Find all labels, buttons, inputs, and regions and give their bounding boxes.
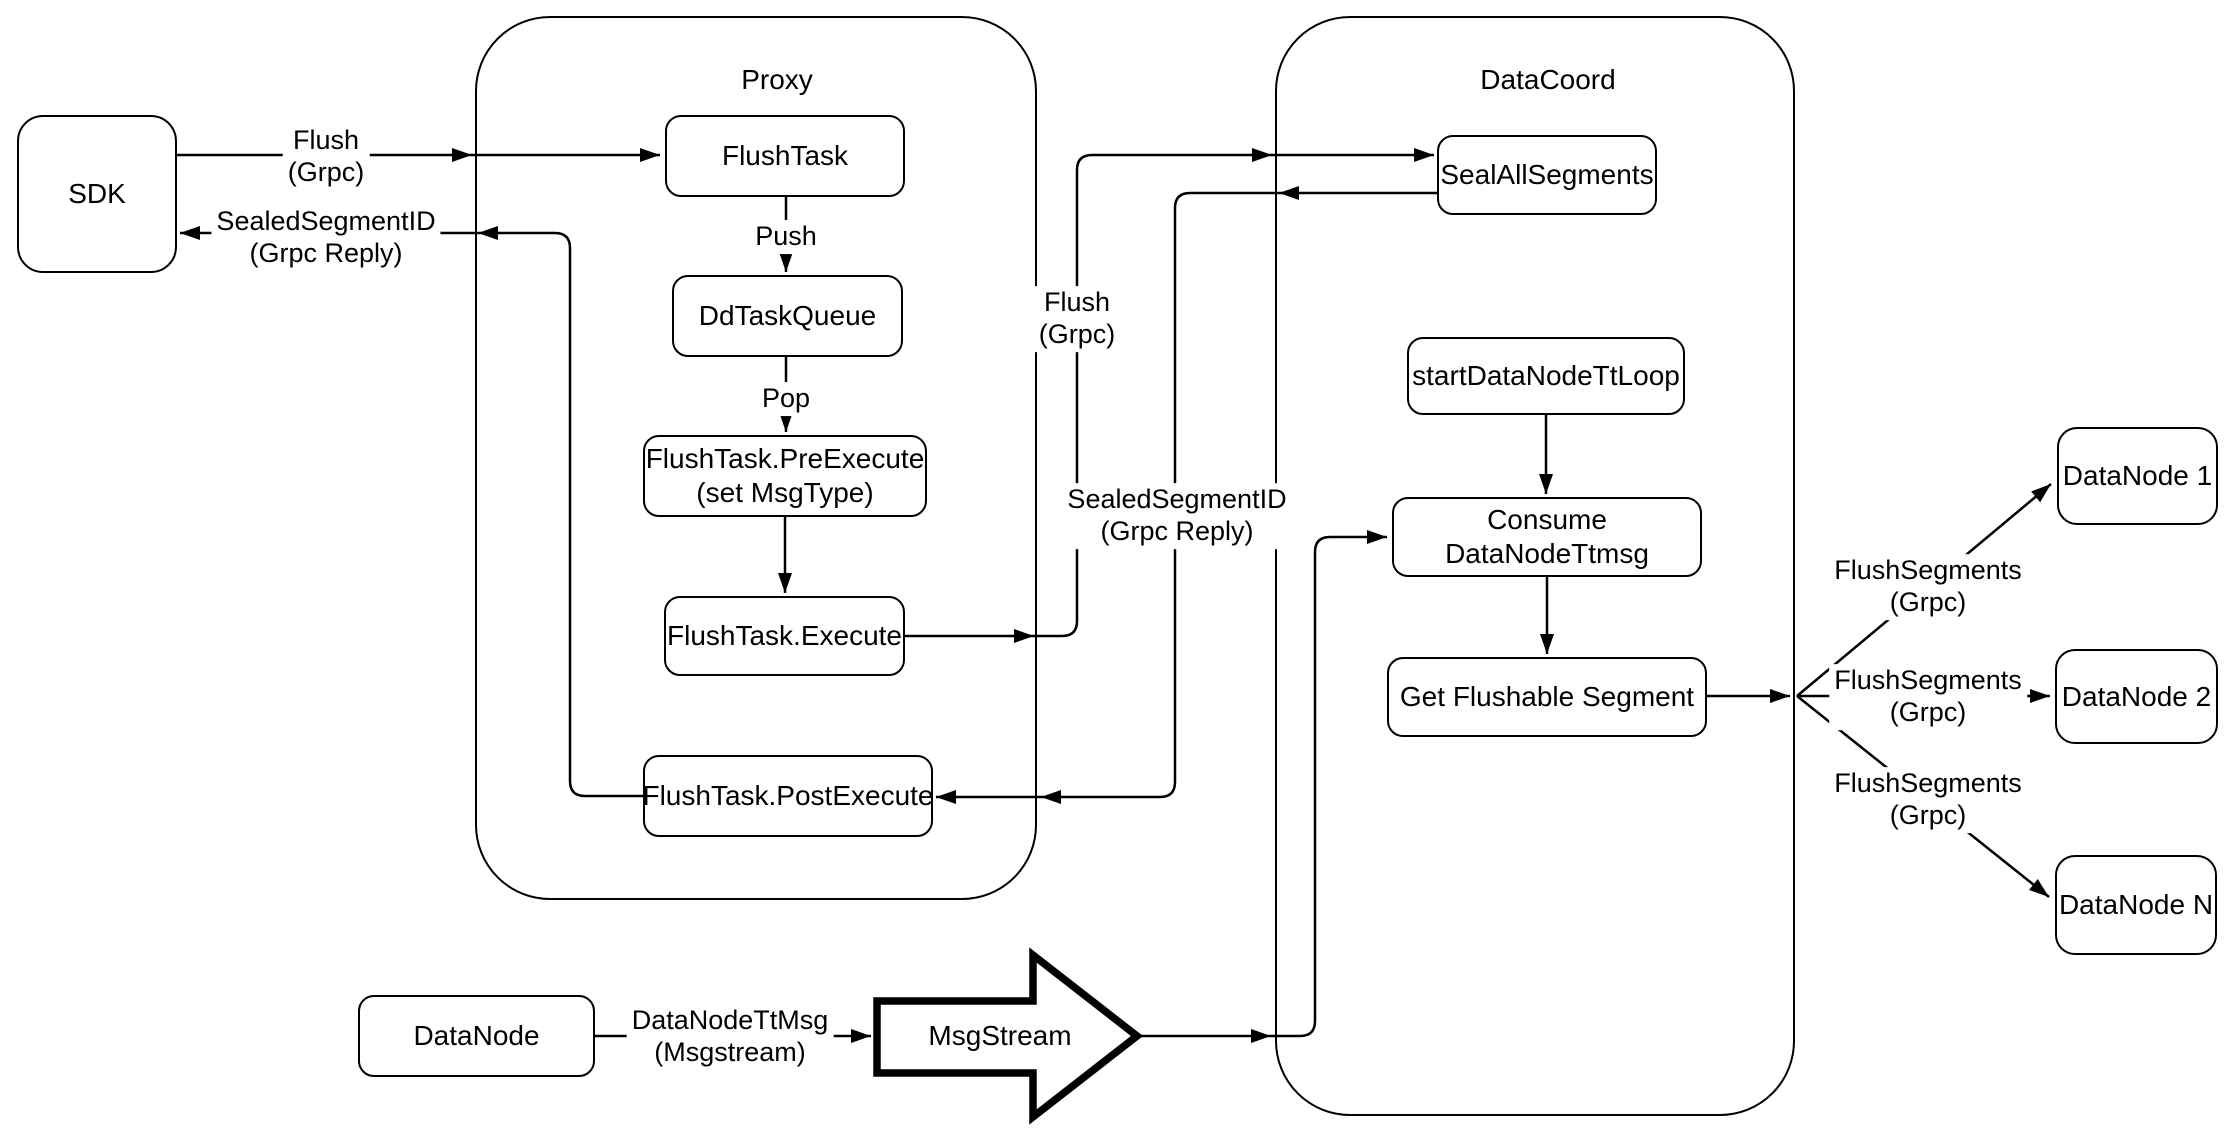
edge-postexecute-proxyborder [478, 226, 643, 798]
edge-label-flushsegments-2: FlushSegments (Grpc) [1829, 664, 2027, 730]
node-startdatanodettloop[interactable]: startDataNodeTtLoop [1407, 337, 1685, 415]
node-datanode-n[interactable]: DataNode N [2055, 855, 2217, 955]
edge-label-flush-mid: Flush (Grpc) [1033, 286, 1121, 352]
node-ddtaskqueue[interactable]: DdTaskQueue [672, 275, 903, 357]
node-datanode-n-label: DataNode N [2058, 889, 2214, 921]
proxy-container-title: Proxy [741, 64, 813, 95]
node-datanode-2[interactable]: DataNode 2 [2055, 649, 2218, 744]
node-datanode-source[interactable]: DataNode [358, 995, 595, 1077]
node-datanode-1-label: DataNode 1 [2062, 460, 2213, 492]
node-postexecute[interactable]: FlushTask.PostExecute [642, 755, 934, 837]
edge-label-datanodettmsg: DataNodeTtMsg (Msgstream) [626, 1004, 834, 1070]
node-ddtaskqueue-label: DdTaskQueue [698, 300, 877, 332]
node-getflushablesegment-label: Get Flushable Segment [1399, 681, 1695, 713]
msgstream-shape[interactable] [873, 947, 1144, 1125]
datacoord-container-title: DataCoord [1480, 64, 1616, 95]
node-datanode-source-label: DataNode [413, 1020, 540, 1052]
node-flushtask[interactable]: FlushTask [665, 115, 905, 197]
node-sealallsegments-label: SealAllSegments [1440, 159, 1654, 191]
edge-border-consume [1271, 530, 1387, 1038]
edge-label-sealedsegmentid-mid: SealedSegmentID (Grpc Reply) [1062, 483, 1292, 549]
edge-label-flushsegments-1: FlushSegments (Grpc) [1829, 554, 2027, 620]
edge-label-flush-sdk: Flush (Grpc) [282, 124, 370, 190]
node-preexecute[interactable]: FlushTask.PreExecute (set MsgType) [643, 435, 927, 517]
edge-label-push: Push [750, 220, 822, 254]
node-preexecute-label: FlushTask.PreExecute (set MsgType) [645, 443, 925, 508]
node-sdk-label: SDK [68, 178, 126, 210]
node-execute[interactable]: FlushTask.Execute [664, 596, 905, 676]
node-flushtask-label: FlushTask [721, 140, 849, 172]
node-sdk[interactable]: SDK [17, 115, 177, 273]
node-sealallsegments[interactable]: SealAllSegments [1437, 135, 1657, 215]
node-consumedatanodettmsg-label: Consume DataNodeTtmsg [1445, 504, 1649, 569]
edge-flush-riser [1034, 148, 1272, 638]
datacoord-container[interactable] [1275, 16, 1795, 1116]
node-datanode-2-label: DataNode 2 [2061, 680, 2212, 712]
node-getflushablesegment[interactable]: Get Flushable Segment [1387, 657, 1707, 737]
proxy-container[interactable] [475, 16, 1037, 900]
edge-label-sealedsegmentid-sdk: SealedSegmentID (Grpc Reply) [211, 205, 441, 271]
edge-label-pop: Pop [756, 382, 816, 416]
node-datanode-1[interactable]: DataNode 1 [2057, 427, 2218, 525]
node-execute-label: FlushTask.Execute [667, 620, 902, 652]
edge-label-flushsegments-3: FlushSegments (Grpc) [1829, 767, 2027, 833]
msgstream-label: MsgStream [928, 1020, 1072, 1051]
node-consumedatanodettmsg[interactable]: Consume DataNodeTtmsg [1392, 497, 1702, 577]
node-postexecute-label: FlushTask.PostExecute [642, 780, 934, 812]
node-startdatanodettloop-label: startDataNodeTtLoop [1412, 360, 1680, 392]
